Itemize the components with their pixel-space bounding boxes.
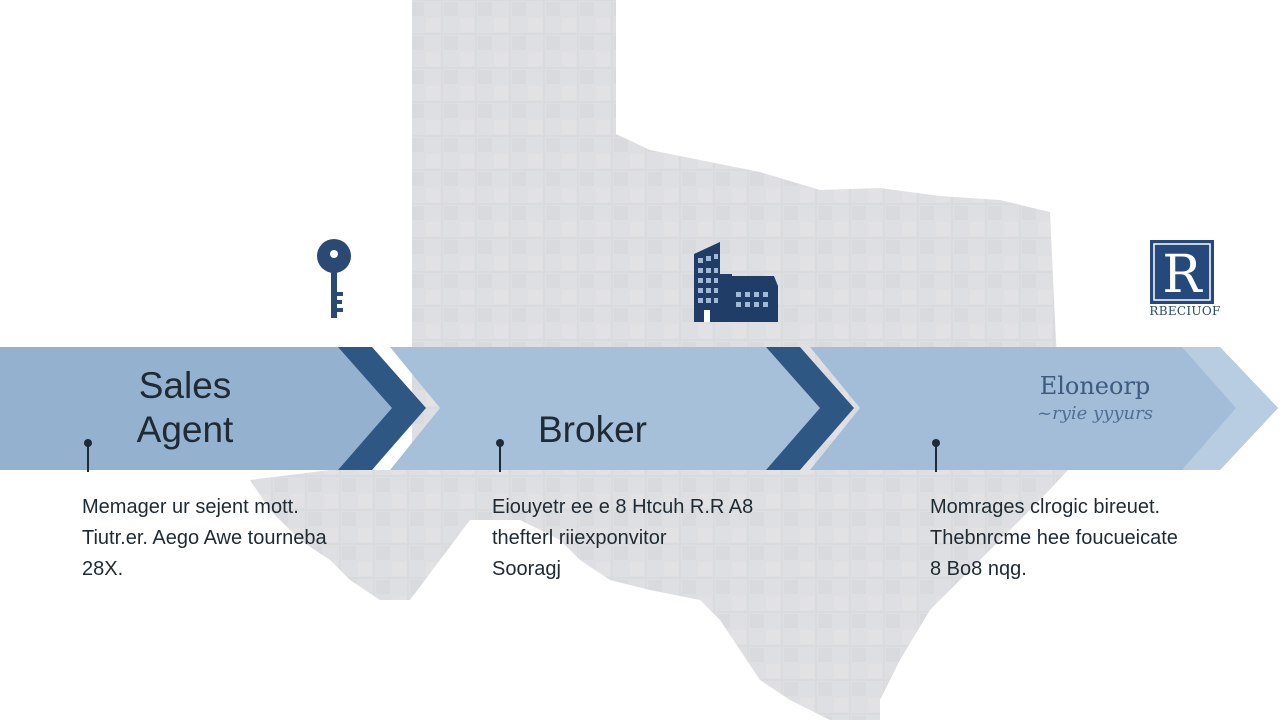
segment-1 xyxy=(0,347,410,470)
key-icon xyxy=(317,239,351,318)
stage-3-desc-line: Thebnrcme hee foucueicate xyxy=(930,527,1178,549)
stage-3-desc-line: Momrages clrogic bireuet. xyxy=(930,496,1161,518)
stage-2-pin-icon xyxy=(496,439,504,472)
stage-2-desc-line: Eiouyetr ee e 8 Htcuh R.R A8 xyxy=(492,496,754,518)
r-logo-letter: R xyxy=(1162,245,1203,304)
r-logo-caption: RBECIUOF xyxy=(1149,304,1221,318)
stage-3-title-line2: ~ryie yyyurs xyxy=(1037,403,1153,424)
chevron-1 xyxy=(338,347,426,470)
stage-1-description: Memager ur sejent mott. Tiutr.er. Aego A… xyxy=(82,492,327,585)
chevron-2 xyxy=(766,347,854,470)
stage-2-desc-line: thefterl riiexponvitor xyxy=(492,527,667,549)
r-logo-icon: R xyxy=(1150,240,1214,304)
stage-1-desc-line: Memager ur sejent mott. xyxy=(82,496,299,518)
stage-3-title: Eloneorp ~ryie yyyurs xyxy=(1000,372,1190,428)
stage-3-title-line1: Eloneorp xyxy=(1039,372,1151,400)
stage-3-description: Momrages clrogic bireuet. Thebnrcme hee … xyxy=(930,492,1178,585)
building-icon xyxy=(694,242,778,322)
stage-1-desc-line: 28X. xyxy=(82,558,124,580)
stage-3-pin-icon xyxy=(932,439,940,472)
stage-1-title: Sales Agent xyxy=(120,364,250,452)
stage-1-title-line2: Agent xyxy=(136,409,234,450)
stage-1-desc-line: Tiutr.er. Aego Awe tourneba xyxy=(82,527,327,549)
stage-2-desc-line: Sooragj xyxy=(492,558,561,580)
stage-2-title: Broker xyxy=(538,409,647,450)
segment-3 xyxy=(810,347,1278,470)
stage-2-description: Eiouyetr ee e 8 Htcuh R.R A8 thefterl ri… xyxy=(492,492,753,585)
stage-1-pin-icon xyxy=(84,439,92,472)
stage-3-desc-line: 8 Bo8 nqg. xyxy=(930,558,1027,580)
stage-1-title-line1: Sales xyxy=(138,365,232,406)
chevron-3-light xyxy=(1182,347,1278,470)
